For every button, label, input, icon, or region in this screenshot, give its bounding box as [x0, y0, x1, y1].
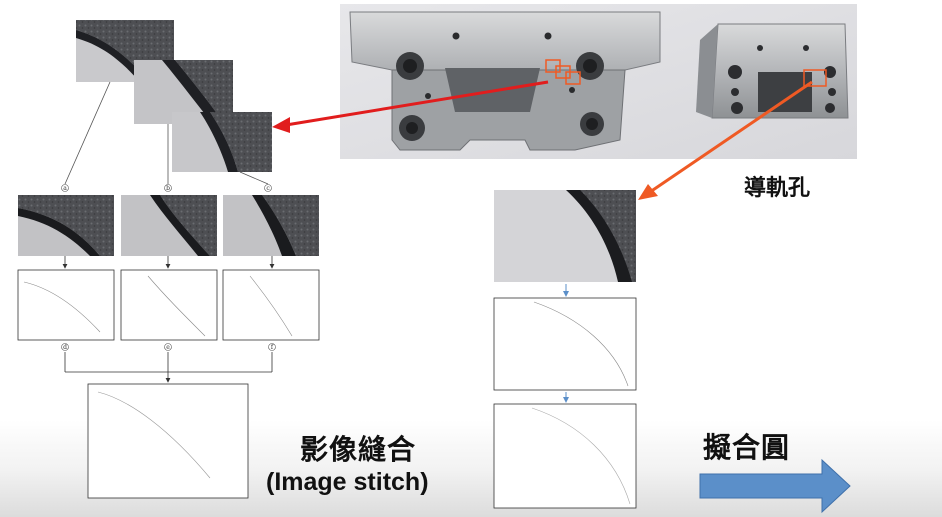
right-metal-part [696, 23, 849, 119]
merge-connectors [64, 352, 273, 383]
image-stitch-label: 影像縫合 [300, 433, 417, 466]
raw-image-3 [172, 112, 272, 172]
edge-image-2 [120, 269, 218, 341]
left-metal-part [349, 11, 661, 151]
image-stitch-english-label: (Image stitch) [266, 468, 429, 496]
right-arrow-icon [699, 458, 851, 514]
edge-images-row [17, 269, 320, 341]
stitched-image [87, 383, 249, 499]
cropped-image-1 [18, 195, 114, 256]
row-arrows [62, 256, 275, 269]
orange-pointer-arrow [638, 80, 813, 200]
edge-image-3 [222, 269, 320, 341]
right-photo-crop [494, 190, 636, 282]
cropped-images-row [18, 195, 319, 256]
edge-image-1 [17, 269, 115, 341]
guide-hole-label: 導軌孔 [744, 176, 811, 201]
red-pointer-arrow [272, 80, 549, 133]
right-fit-image [493, 403, 637, 509]
cropped-image-2 [121, 195, 217, 256]
right-edge-image [493, 297, 637, 391]
fit-circle-label: 擬合圓 [703, 431, 791, 464]
cropped-image-3 [223, 195, 319, 256]
metal-parts-photo [340, 4, 857, 159]
stack-connectors [64, 81, 269, 185]
raw-image-stack [76, 20, 272, 172]
